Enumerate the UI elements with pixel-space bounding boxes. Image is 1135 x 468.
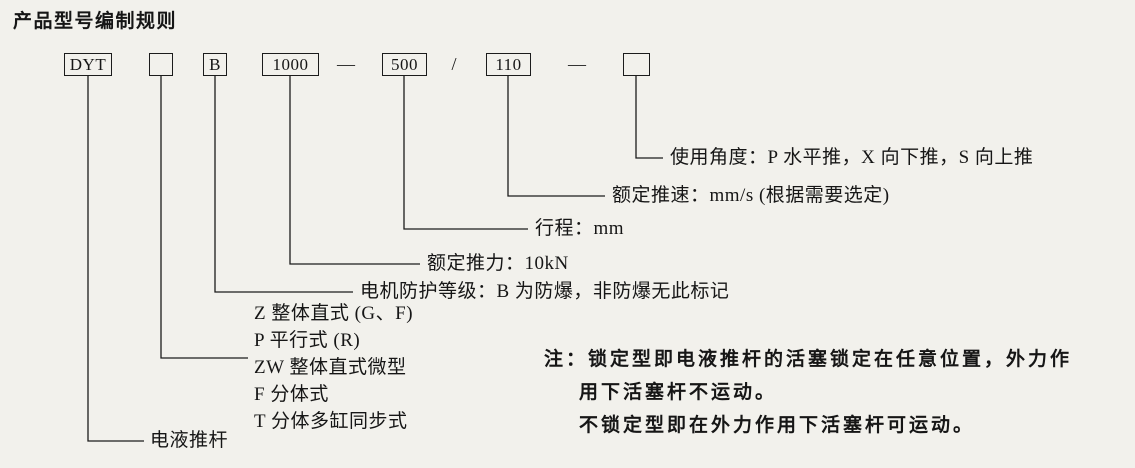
separator-dash-2: —	[568, 54, 586, 74]
separator-dash-1: —	[337, 54, 355, 74]
connector-structure-type	[160, 76, 248, 359]
note-line-3: 不锁定型即在外力作用下活塞杆可运动。	[579, 415, 976, 436]
code-box-protection: B	[203, 53, 227, 76]
code-box-speed: 110	[486, 53, 531, 76]
callout-protection: 电机防护等级：B 为防爆，非防爆无此标记	[360, 281, 730, 302]
structure-type-options: Z 整体直式 (G、F) P 平行式 (R) ZW 整体直式微型 F 分体式 T…	[254, 300, 413, 435]
callout-stroke: 行程：mm	[535, 218, 625, 239]
connector-angle	[635, 76, 663, 159]
callout-thrust: 额定推力：10kN	[427, 253, 569, 274]
code-box-stroke: 500	[382, 53, 427, 76]
connector-thrust	[289, 76, 420, 265]
type-option-p: P 平行式 (R)	[254, 330, 361, 351]
code-box-angle	[623, 53, 650, 76]
connector-speed	[507, 76, 605, 197]
code-box-structure-type	[149, 53, 173, 76]
note-block: 注：锁定型即电液推杆的活塞锁定在任意位置，外力作 用下活塞杆不运动。 不锁定型即…	[544, 343, 1072, 442]
note-line-2: 用下活塞杆不运动。	[579, 382, 778, 403]
separator-slash: /	[451, 54, 457, 74]
callout-speed: 额定推速：mm/s (根据需要选定)	[612, 185, 890, 206]
callout-product: 电液推杆	[150, 430, 229, 451]
code-box-thrust: 1000	[262, 53, 319, 76]
connector-series	[87, 76, 144, 442]
page-title: 产品型号编制规则	[13, 11, 178, 32]
connector-protection	[214, 76, 353, 293]
code-box-series: DYT	[64, 53, 112, 76]
type-option-z: Z 整体直式 (G、F)	[254, 303, 414, 324]
type-option-f: F 分体式	[254, 384, 329, 405]
type-option-zw: ZW 整体直式微型	[254, 357, 407, 378]
type-option-t: T 分体多缸同步式	[254, 411, 408, 432]
callout-angle: 使用角度：P 水平推，X 向下推，S 向上推	[670, 147, 1034, 168]
connector-stroke	[403, 76, 528, 230]
note-line-1: 注：锁定型即电液推杆的活塞锁定在任意位置，外力作	[544, 349, 1073, 370]
